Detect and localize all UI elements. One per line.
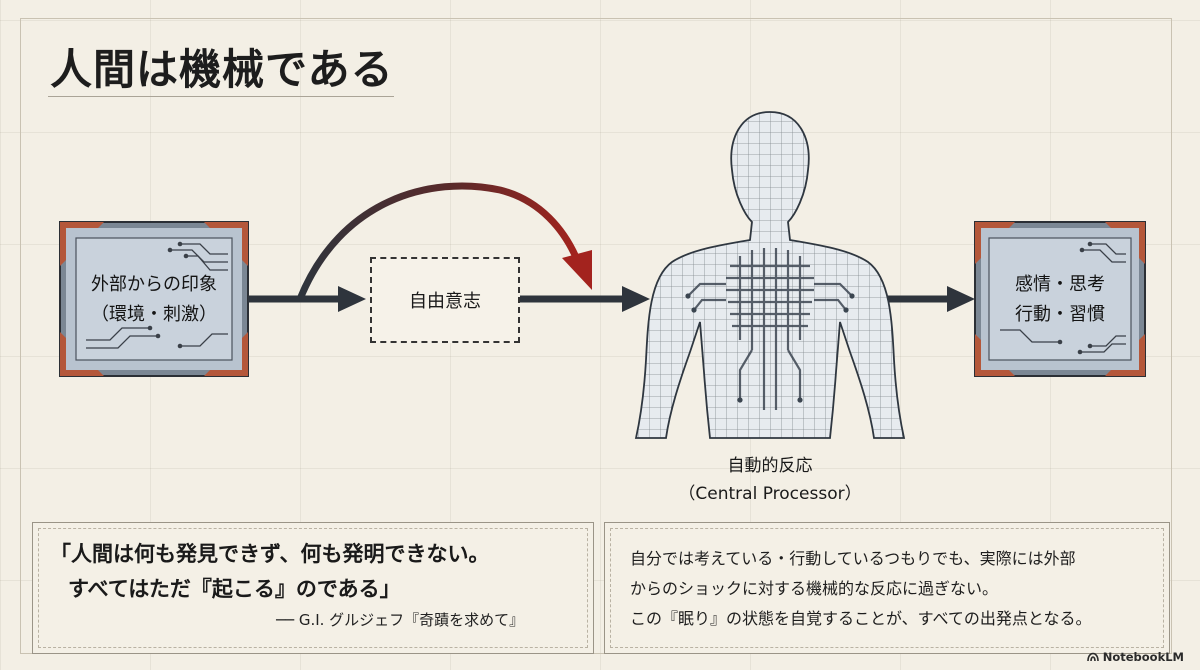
- input-chip-label: 外部からの印象 （環境・刺激）: [76, 270, 232, 330]
- input-chip-line1: 外部からの印象: [91, 274, 217, 295]
- free-will-box: 自由意志: [370, 257, 520, 343]
- human-caption-line2: （Central Processor）: [678, 484, 862, 504]
- title-underline: [48, 96, 394, 97]
- human-caption: 自動的反応 （Central Processor）: [640, 452, 900, 508]
- outer-frame: [20, 18, 1172, 654]
- human-figure: [634, 111, 906, 439]
- notebooklm-logo-icon: [1086, 652, 1099, 662]
- notebooklm-watermark: NotebookLM: [1086, 650, 1184, 664]
- description-line-2: からのショックに対する機械的な反応に過ぎない。: [630, 579, 999, 598]
- output-chip-label: 感情・思考 行動・習慣: [989, 270, 1131, 330]
- input-chip-line2: （環境・刺激）: [91, 304, 217, 325]
- arrow-human-to-output: [882, 286, 975, 312]
- output-chip-line1: 感情・思考: [1015, 274, 1105, 295]
- quote-line-2: すべてはただ『起こる』のである」: [68, 576, 401, 601]
- quote-attribution: ── G.I. グルジェフ『奇蹟を求めて』: [276, 611, 525, 629]
- output-chip: [974, 221, 1146, 377]
- notebooklm-label: NotebookLM: [1102, 650, 1184, 664]
- page-title: 人間は機械である: [50, 45, 394, 94]
- quote-line-1: 「人間は何も発見できず、何も発明できない。: [50, 541, 490, 566]
- output-chip-line2: 行動・習慣: [1015, 304, 1105, 325]
- arrow-will-to-human: [520, 286, 650, 312]
- free-will-label: 自由意志: [409, 291, 481, 312]
- description-line-3: この『眠り』の状態を自覚することが、すべての出発点となる。: [630, 609, 1092, 628]
- description-panel: [604, 522, 1170, 654]
- human-caption-line1: 自動的反応: [727, 456, 813, 476]
- bypass-arc-arrow: [296, 182, 592, 303]
- quote-panel: [32, 522, 594, 654]
- description-line-1: 自分では考えている・行動しているつもりでも、実際には外部: [630, 549, 1076, 568]
